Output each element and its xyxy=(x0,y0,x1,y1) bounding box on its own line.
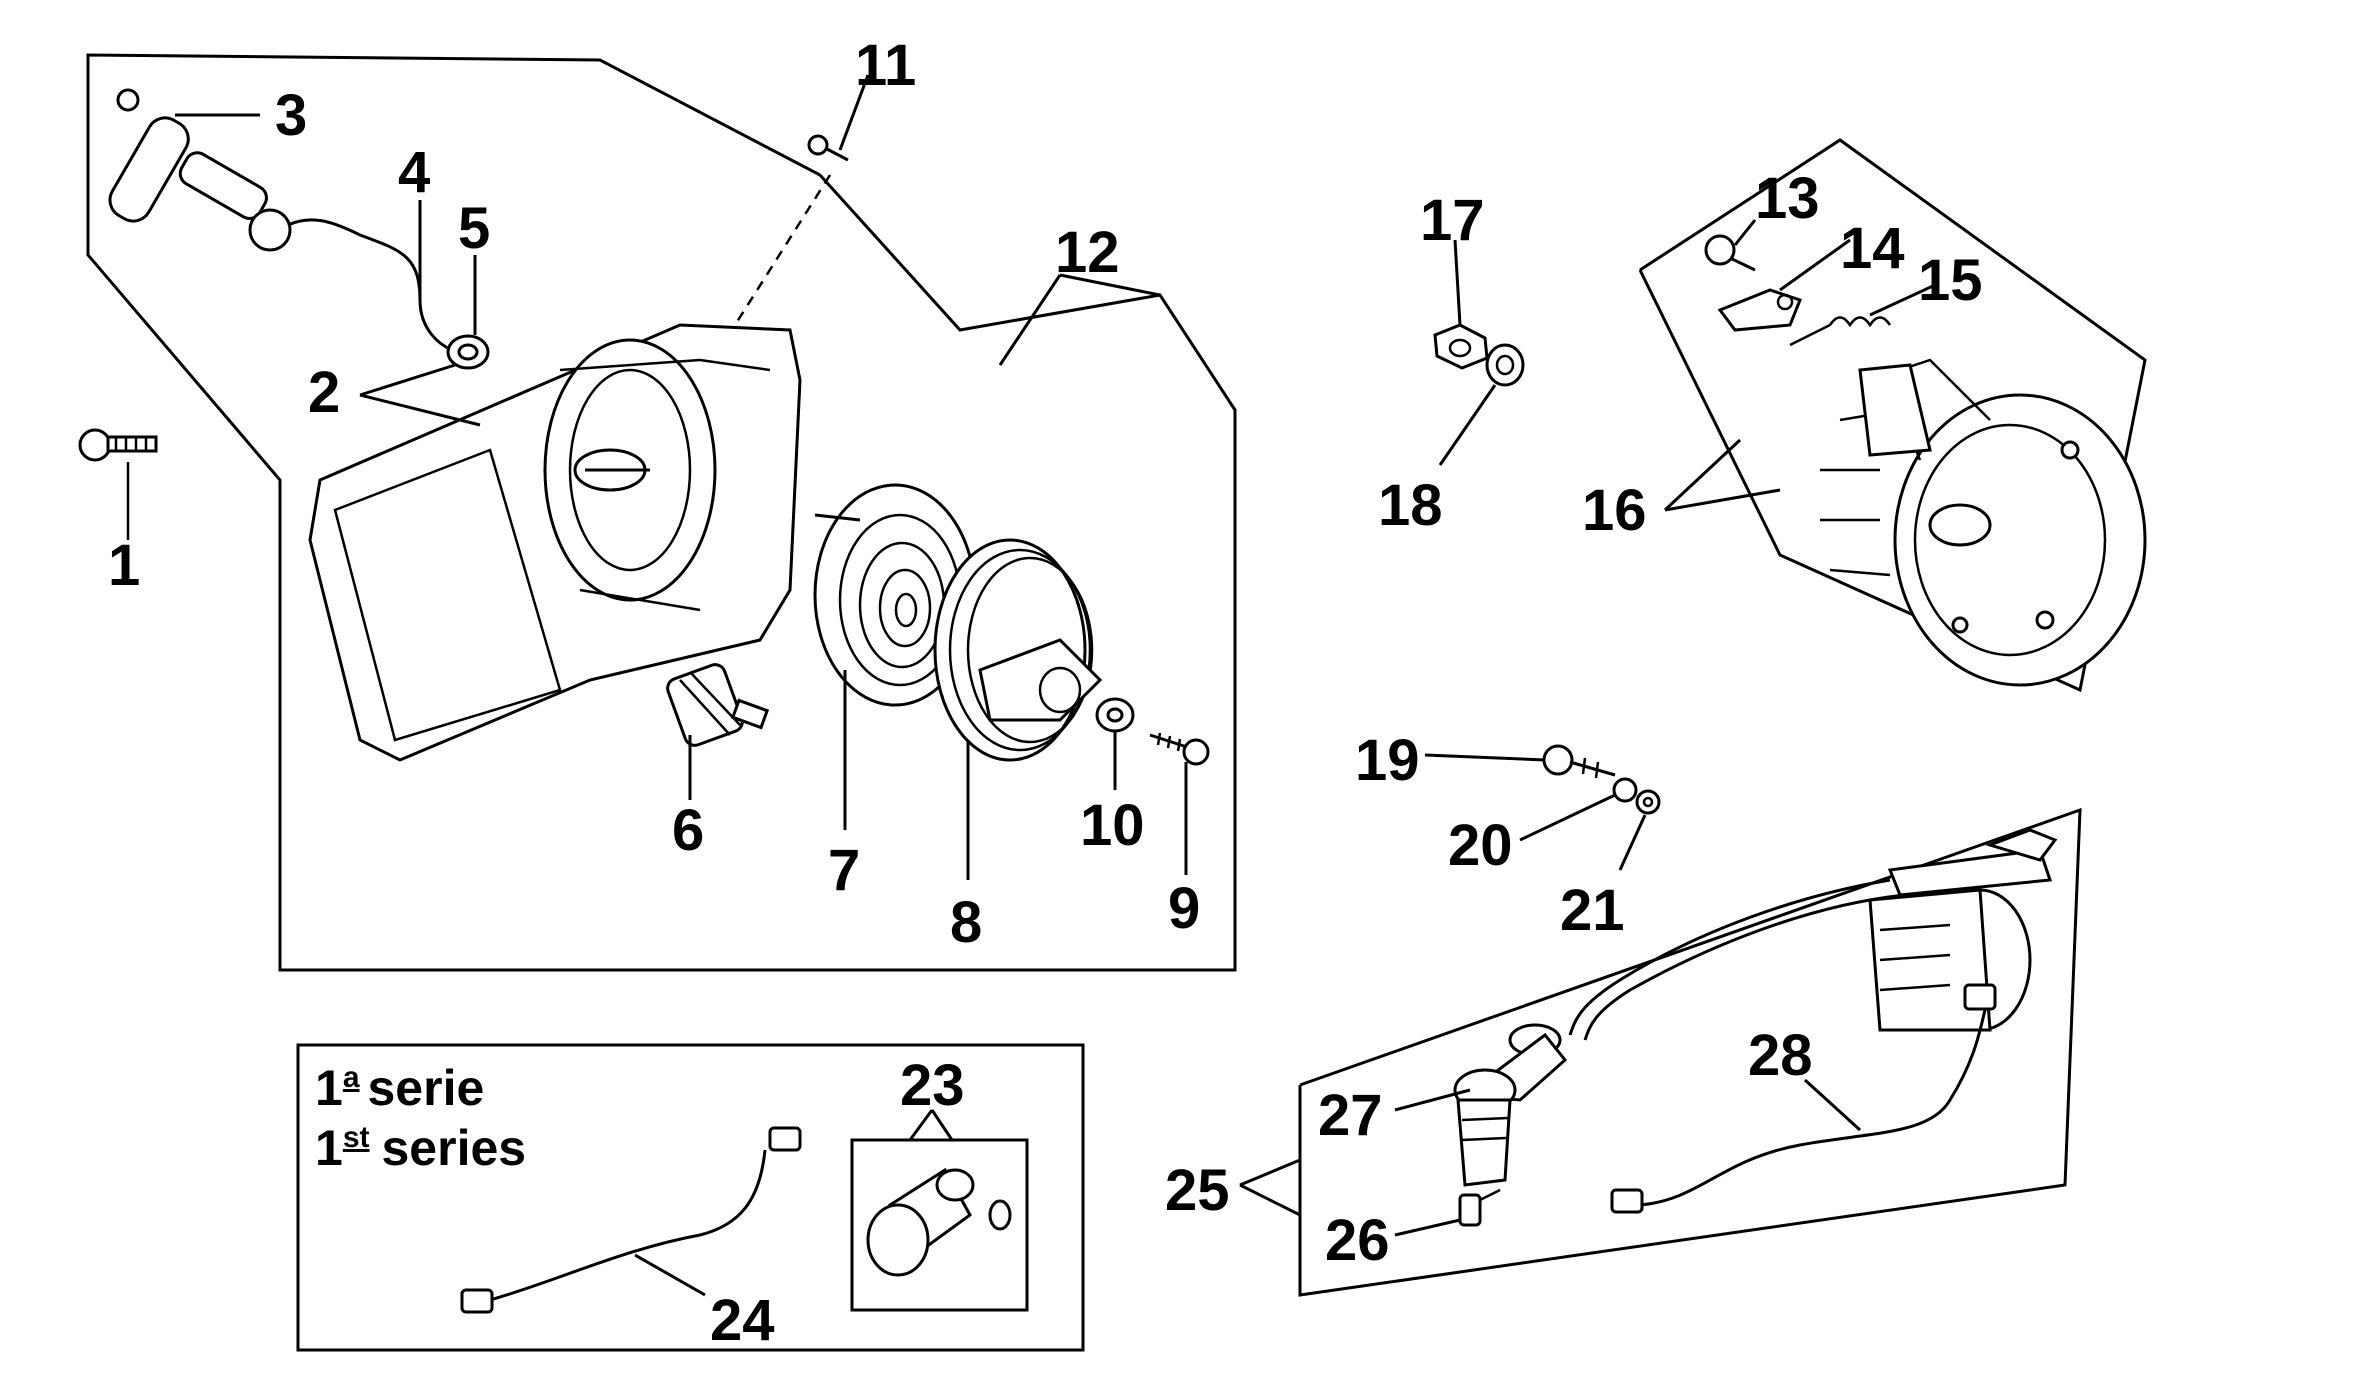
part-18-washer xyxy=(1485,343,1525,387)
leader-21 xyxy=(1618,814,1647,871)
part-19-screw xyxy=(1542,744,1616,779)
leader-24 xyxy=(634,1253,706,1297)
callout-3: 3 xyxy=(275,83,307,148)
part-23-inner-box xyxy=(850,1138,1029,1312)
leader-2b xyxy=(359,393,481,427)
part-8-rope-pulley xyxy=(933,538,1103,762)
part-17-nut xyxy=(1433,323,1489,370)
leader-25b xyxy=(1239,1183,1301,1217)
part-28-ground-wire xyxy=(1610,983,1997,1214)
part-15-pawl-spring xyxy=(1789,316,1892,347)
callout-5: 5 xyxy=(458,196,490,261)
part-4-starter-rope xyxy=(287,218,453,352)
callout-14: 14 xyxy=(1840,216,1905,281)
leader-17 xyxy=(1453,239,1462,326)
callout-1: 1 xyxy=(108,533,140,598)
callout-12: 12 xyxy=(1055,220,1120,285)
part-14-pawl xyxy=(1717,288,1802,332)
leader-25a xyxy=(1239,1158,1301,1187)
callout-18: 18 xyxy=(1378,473,1443,538)
callout-9: 9 xyxy=(1168,876,1200,941)
part-21-washer xyxy=(1635,789,1661,815)
leader-19 xyxy=(1424,753,1546,762)
part-3-starter-handle xyxy=(108,88,292,252)
callout-19: 19 xyxy=(1355,728,1420,793)
leader-2a xyxy=(359,363,456,397)
callout-2: 2 xyxy=(308,360,340,425)
leader-23b xyxy=(930,1109,954,1141)
part-26-spring xyxy=(1458,1188,1501,1227)
leader-16b xyxy=(1664,488,1781,512)
leader-26 xyxy=(1394,1218,1461,1237)
leader-23a xyxy=(908,1109,934,1141)
callout-16: 16 xyxy=(1582,478,1647,543)
callout-10: 10 xyxy=(1080,793,1145,858)
leader-12 xyxy=(998,274,1062,366)
part-2-starter-housing xyxy=(308,323,802,762)
ignition-group-outline xyxy=(1298,807,2082,1297)
callout-17: 17 xyxy=(1420,188,1485,253)
callout-13: 13 xyxy=(1755,166,1820,231)
part-11-screw xyxy=(807,74,870,162)
callout-25: 25 xyxy=(1165,1158,1230,1223)
callout-24: 24 xyxy=(710,1288,775,1353)
callout-8: 8 xyxy=(950,890,982,955)
leader-16a xyxy=(1663,438,1742,512)
dashed-leader-11 xyxy=(733,174,832,326)
callout-6: 6 xyxy=(672,798,704,863)
leader-27 xyxy=(1394,1088,1471,1112)
part-27-spark-plug-cap xyxy=(1453,1023,1568,1187)
leader-12b xyxy=(1059,273,1161,297)
callout-28: 28 xyxy=(1748,1023,1813,1088)
part-23-spark-plug-cap-old xyxy=(866,1167,1012,1277)
callout-27: 27 xyxy=(1318,1083,1383,1148)
callout-15: 15 xyxy=(1918,248,1983,313)
series-sup-st: st xyxy=(343,1121,370,1154)
starter-group-outline xyxy=(86,53,1237,972)
callout-11: 11 xyxy=(855,33,916,98)
callout-7: 7 xyxy=(828,838,860,903)
callout-23: 23 xyxy=(900,1053,965,1118)
callout-4: 4 xyxy=(398,140,430,205)
part-24-ground-wire-old xyxy=(460,1126,802,1314)
leader-18 xyxy=(1438,384,1497,466)
leader-14 xyxy=(1779,238,1851,292)
leader-28 xyxy=(1803,1078,1862,1132)
part-25-ignition-coil xyxy=(1568,828,2058,1041)
part-9-screw xyxy=(1149,732,1210,766)
leader-15 xyxy=(1869,283,1936,317)
part-10-washer xyxy=(1095,697,1135,733)
first-series-box xyxy=(296,1043,1085,1352)
callout-21: 21 xyxy=(1560,878,1625,943)
part-5-rope-guide xyxy=(446,334,490,370)
part-16-flywheel xyxy=(1820,358,2147,687)
series-sup-a: a xyxy=(343,1061,360,1094)
part-13-screw xyxy=(1704,234,1756,272)
part-1-screw xyxy=(78,428,158,540)
leader-20 xyxy=(1519,793,1616,842)
part-6-bushing xyxy=(666,663,770,747)
part-20-washer xyxy=(1612,777,1638,803)
callout-26: 26 xyxy=(1325,1208,1390,1273)
leader-13 xyxy=(1733,219,1757,246)
callout-20: 20 xyxy=(1448,813,1513,878)
